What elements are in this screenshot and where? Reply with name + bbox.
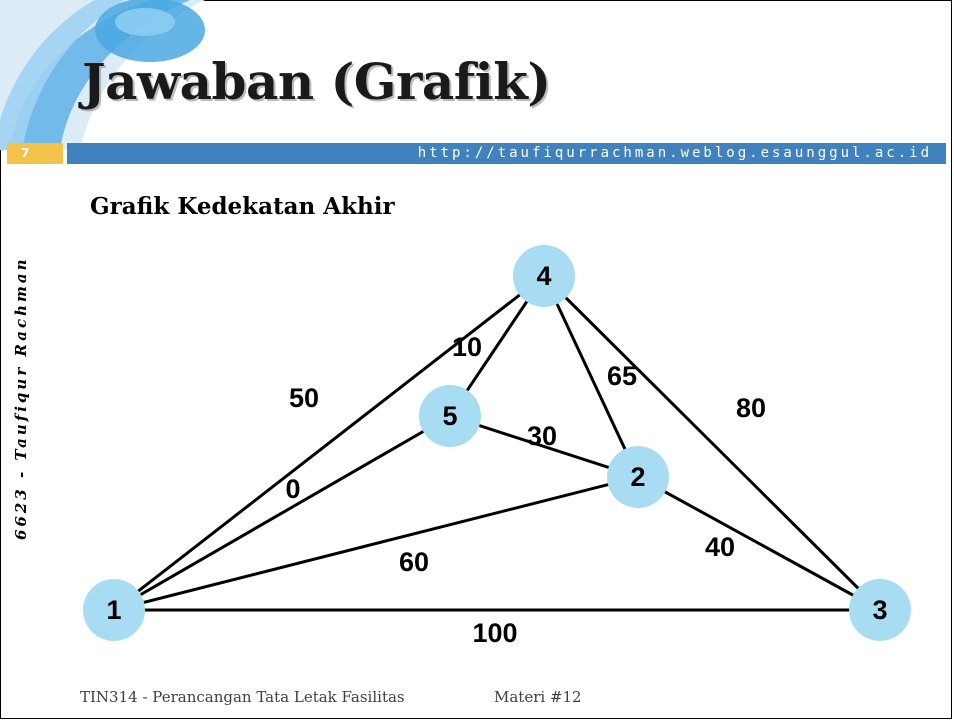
node-3-circle xyxy=(849,579,911,641)
footer-course: TIN314 - Perancangan Tata Letak Fasilita… xyxy=(80,688,405,706)
url-text: http://taufiqurrachman.weblog.esaunggul.… xyxy=(417,145,932,161)
edge-label-4-3: 80 xyxy=(736,393,766,423)
edge-label-4-5: 10 xyxy=(452,332,482,362)
edge-5-2 xyxy=(449,414,639,479)
edge-label-2-3: 40 xyxy=(705,532,735,562)
graph-subtitle: Grafik Kedekatan Akhir xyxy=(90,193,395,220)
node-5-circle xyxy=(419,385,481,447)
node-5-label: 5 xyxy=(442,401,457,431)
node-2-label: 2 xyxy=(630,462,645,492)
slide-number: 7 xyxy=(21,146,30,160)
edge-label-5-2: 30 xyxy=(527,421,557,451)
header-bar: 7 http://taufiqurrachman.weblog.esaunggu… xyxy=(7,143,946,164)
footer-materi: Materi #12 xyxy=(494,688,582,706)
edge-4-3 xyxy=(542,274,882,612)
edge-label-4-2: 65 xyxy=(607,361,637,391)
edge-label-1-4: 50 xyxy=(289,383,319,413)
url-banner: http://taufiqurrachman.weblog.esaunggul.… xyxy=(67,143,946,164)
edge-label-1-5: 0 xyxy=(285,474,300,504)
edge-4-2 xyxy=(542,275,640,478)
node-4-label: 4 xyxy=(536,261,551,291)
node-3-label: 3 xyxy=(872,595,887,625)
slide-number-box: 7 xyxy=(7,143,63,164)
decorative-swirl xyxy=(0,0,205,150)
node-1-circle xyxy=(83,579,145,641)
edge-label-1-2: 60 xyxy=(399,547,429,577)
slide-title: Jawaban (Grafik) xyxy=(82,52,551,111)
node-2-circle xyxy=(607,446,669,508)
node-4-circle xyxy=(513,245,575,307)
edge-1-5 xyxy=(113,414,451,612)
edge-1-2 xyxy=(113,475,639,612)
edge-2-3 xyxy=(637,475,881,612)
node-1-label: 1 xyxy=(106,595,121,625)
edge-1-4 xyxy=(113,274,545,612)
edge-label-1-3: 100 xyxy=(472,618,517,648)
